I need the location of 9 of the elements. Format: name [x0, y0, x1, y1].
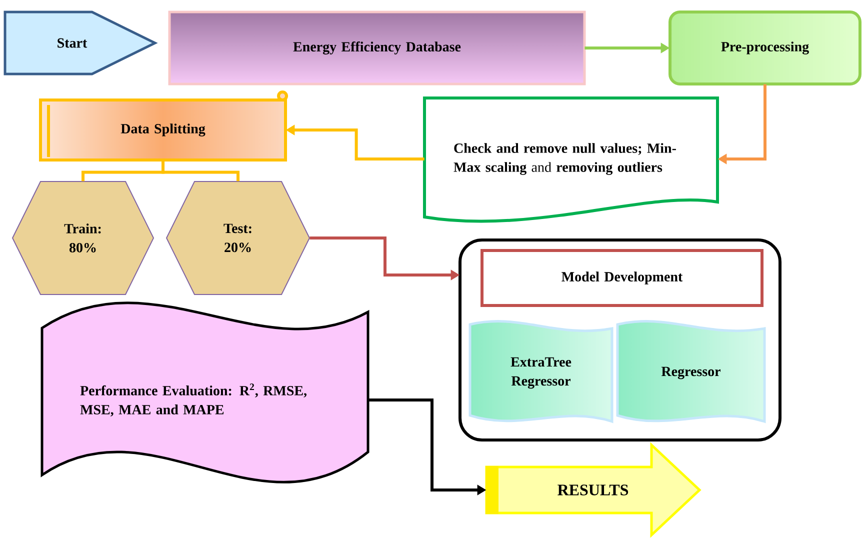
process-box: Pre-processing	[668, 10, 862, 86]
scroll-box: Data Splitting	[39, 90, 288, 162]
heading-box: Model Development	[480, 249, 764, 307]
start-pentagon: Start	[4, 10, 158, 76]
document-box: Check and remove null values; Min-Max scaling and removing outliers	[423, 96, 719, 223]
wavy-box: Regressor	[616, 320, 766, 423]
database-box: Energy Efficiency Database	[168, 10, 586, 86]
connector-line	[162, 160, 240, 182]
wavy-box: ExtraTree Regressor	[468, 320, 614, 423]
